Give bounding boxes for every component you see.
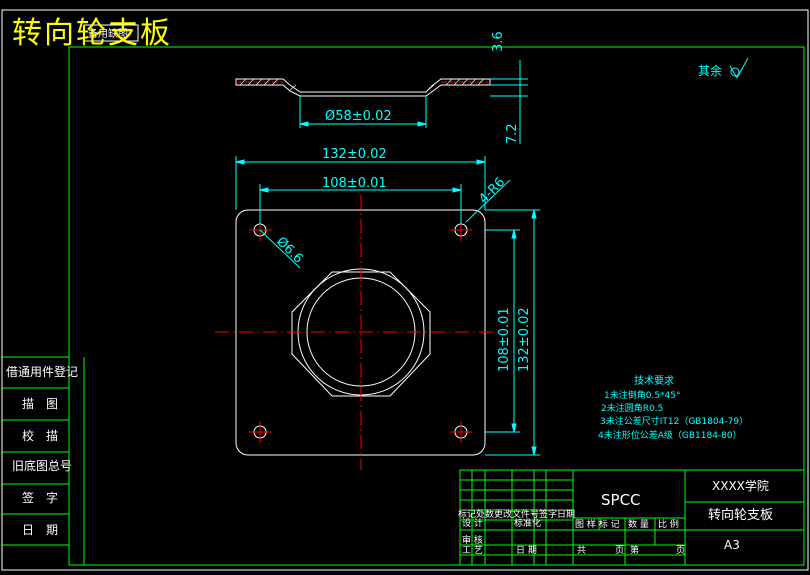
tech-req-line-1: 1未注倒角0.5*45° (604, 389, 681, 401)
dim-vertical-lines (485, 209, 540, 456)
title-block-process: 工 艺 (462, 545, 483, 556)
tech-req-line-3: 3未注公差尺寸IT12（GB1804-79） (600, 415, 748, 427)
title-block (459, 469, 805, 566)
phi6-leader (259, 229, 301, 269)
top-left-box (83, 24, 139, 42)
title-block-total: 共 (577, 545, 586, 556)
sheet-size: A3 (724, 538, 740, 552)
dim-4-r6: 4-R6 (476, 175, 508, 207)
dim-132-horizontal: 132±0.02 (322, 147, 387, 162)
school-name: XXXX学院 (712, 478, 769, 493)
centerlines (215, 195, 505, 470)
material-label: SPCC (601, 491, 641, 509)
left-strip-1: 借通用件登记 (6, 364, 78, 379)
dim-3-6: 3.6 (491, 31, 506, 52)
tech-req-line-2: 2未注圆角R0.5 (601, 402, 663, 414)
title-block-weight: 数 量 (628, 518, 649, 530)
part-name: 转向轮支板 (708, 507, 773, 523)
title-block-date: 日 期 (516, 545, 537, 556)
left-strip-5: 签 字 (22, 490, 58, 505)
dim-phi58: Ø58±0.02 (325, 109, 392, 124)
dim-132-vertical: 132±0.02 (517, 307, 532, 372)
left-strip-4: 旧底图总号 (12, 458, 72, 473)
title-block-page-no: 第 (630, 544, 639, 556)
dim-7-2: 7.2 (505, 123, 520, 144)
dim-phi58-lines (299, 96, 427, 128)
title-block-row-labels: 标记处数更改文件号签字日期 (458, 508, 575, 520)
dim-horizontal-lines (235, 156, 486, 224)
side-profile (235, 78, 491, 97)
roughness-icon (729, 57, 749, 79)
tech-req-line-4: 4未注形位公差A级（GB1184-80） (598, 429, 742, 441)
title-block-standardize: 标准化 (514, 517, 541, 529)
dim-108-horizontal: 108±0.01 (322, 176, 387, 191)
title-block-review: 审 核 (462, 534, 483, 546)
left-strip-6: 日 期 (22, 523, 58, 537)
title-block-design: 设 计 (462, 517, 483, 529)
outer-border (1, 9, 809, 571)
tech-req-title: 技术要求 (634, 374, 674, 387)
frame-border (68, 46, 805, 566)
title-block-stage: 图 样 标 记 (575, 518, 620, 530)
title-block-page: 页 (676, 545, 685, 556)
title-block-sheet-of: 页 (615, 545, 624, 556)
profile-hatch (239, 78, 485, 91)
dim-thickness-lines (490, 60, 528, 144)
top-left-box-label: 备用缺图 (88, 27, 128, 40)
title-block-scale: 比 例 (658, 518, 679, 530)
r6-leader (465, 179, 511, 223)
dim-phi6-6: Ø6.6 (273, 234, 305, 266)
left-strip-2: 描 图 (22, 397, 58, 411)
left-strip-3: 校 描 (22, 428, 58, 443)
other-roughness-label: 其余 (698, 63, 722, 78)
dim-108-vertical: 108±0.01 (497, 307, 512, 372)
drawing-title: 转向轮支板 (12, 16, 172, 51)
left-strip-table (2, 356, 85, 565)
